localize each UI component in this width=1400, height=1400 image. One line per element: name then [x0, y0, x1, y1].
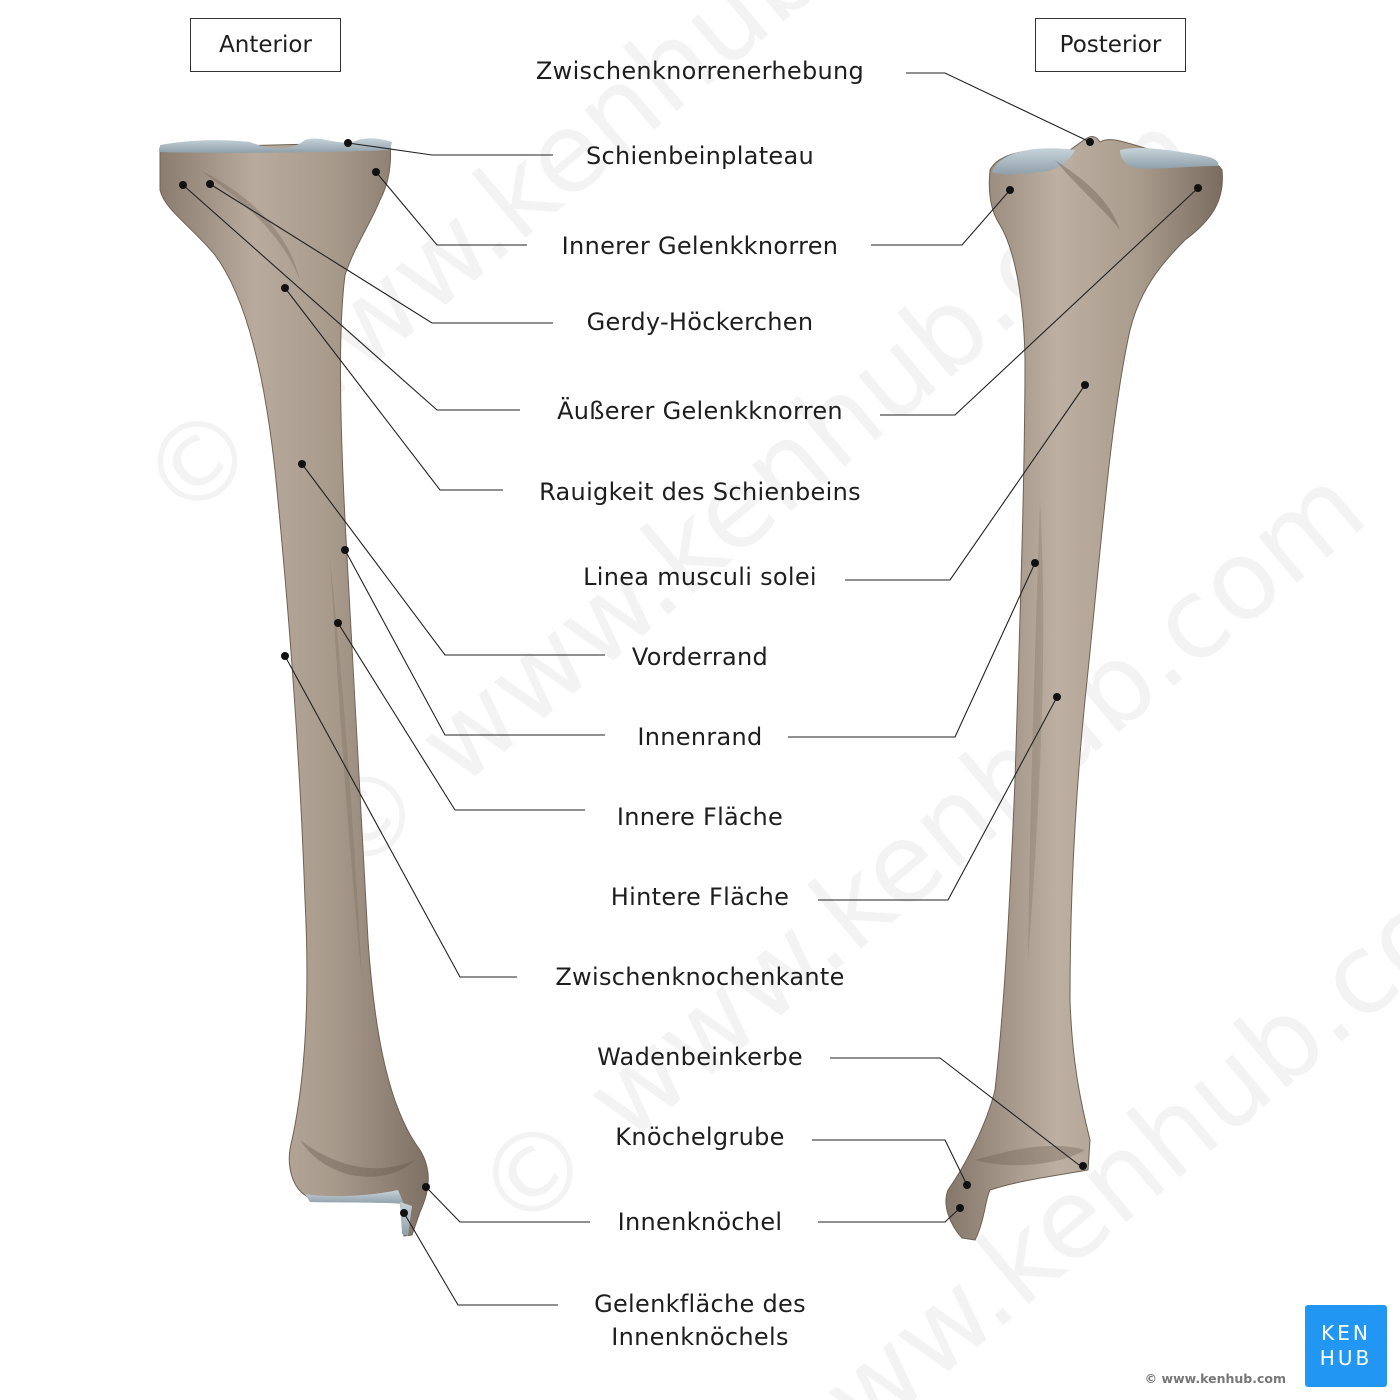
label-intercondylar-eminence: Zwischenknorrenerhebung [535, 57, 865, 85]
label-medial-surface: Innere Fläche [616, 803, 784, 831]
posterior-view-label: Posterior [1035, 18, 1186, 72]
label-fibular-notch: Wadenbeinkerbe [597, 1043, 803, 1071]
anterior-distal-cartilage [305, 1190, 404, 1204]
leader-lines [182, 72, 1199, 1306]
copyright-notice: © www.kenhub.com [1144, 1371, 1286, 1386]
posterior-plateau-cartilage-left [992, 148, 1075, 175]
anterior-plateau-cartilage [160, 138, 392, 153]
posterior-tibia [945, 136, 1223, 1241]
label-malleolar-groove: Knöchelgrube [615, 1123, 785, 1151]
label-medial-condyle: Innerer Gelenkknorren [561, 232, 839, 260]
label-medial-malleolus: Innenknöchel [617, 1208, 783, 1236]
anterior-tibia [159, 138, 429, 1237]
logo-line-2: HUB [1319, 1346, 1373, 1370]
label-posterior-surface: Hintere Fläche [610, 883, 790, 911]
logo-line-1: KEN [1321, 1321, 1371, 1345]
label-soleal-line: Linea musculi solei [583, 563, 817, 591]
label-interosseous-border: Zwischenknochenkante [555, 963, 845, 991]
kenhub-logo[interactable]: KEN HUB [1305, 1305, 1387, 1387]
label-tibial-tuberosity: Rauigkeit des Schienbeins [539, 478, 861, 506]
label-medial-border: Innenrand [637, 723, 763, 751]
label-gerdy-tubercle: Gerdy-Höckerchen [586, 308, 814, 336]
label-articular-facet-medial-malleolus: Gelenkfläche des Innenknöchels [594, 1290, 806, 1351]
pointer-dots [179, 138, 1202, 1217]
anterior-tibia-body [159, 141, 429, 1237]
posterior-plateau-cartilage-right [1120, 147, 1219, 169]
label-tibial-plateau: Schienbeinplateau [586, 142, 814, 170]
posterior-tibia-body [945, 136, 1223, 1241]
anterior-view-label: Anterior [190, 18, 341, 72]
label-anterior-border: Vorderrand [631, 643, 769, 671]
label-lateral-condyle: Äußerer Gelenkknorren [557, 397, 843, 425]
